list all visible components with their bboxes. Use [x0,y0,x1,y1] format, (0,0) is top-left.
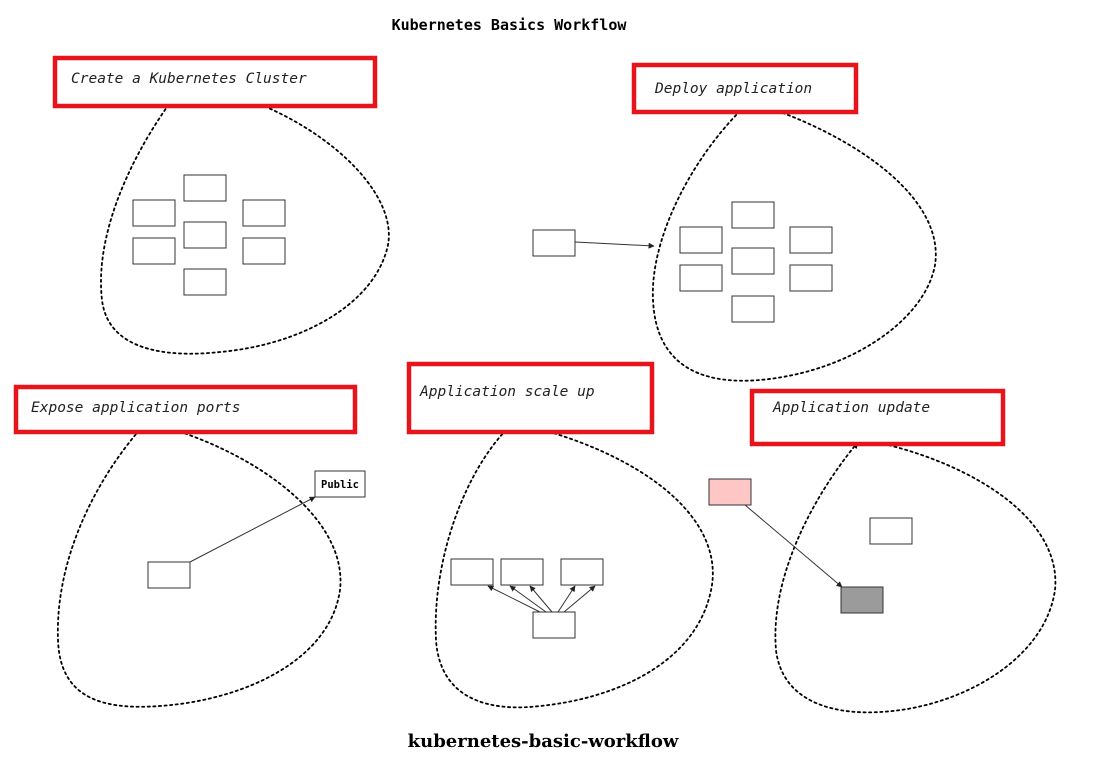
step-label-deploy: Deploy application [654,81,812,97]
cluster-node [183,268,227,296]
step-label-box-scale [406,361,655,435]
new-version-pod [840,586,884,614]
step-label-box-expose [13,384,358,435]
cluster-node [183,221,227,249]
step-label-create-cluster: Create a Kubernetes Cluster [71,71,307,87]
scale-arrow [563,585,596,613]
figure-caption: kubernetes-basic-workflow [408,731,679,752]
scale-blob-outline [434,425,714,709]
cluster-node [242,237,286,265]
public-label: Public [321,479,359,491]
cluster-node [731,247,775,275]
deploy-blob-outline [652,106,937,382]
old-version-pod [708,478,752,506]
step-scale-up: Application scale up [406,361,714,709]
cluster-node [679,264,723,292]
step-expose-ports: Expose application ports Public [13,384,366,708]
cluster-node [731,201,775,229]
step-deploy-application: Deploy application [532,62,937,382]
application-pod [147,561,191,589]
step-label-box-deploy [631,62,859,115]
step-label-update: Application update [772,400,930,416]
public-endpoint [314,470,366,498]
scale-arrow [557,585,576,613]
expose-arrow [189,496,316,563]
step-label-scale: Application scale up [419,384,595,400]
step-label-box-create-cluster [52,55,378,109]
cluster-node [789,264,833,292]
cluster-node [242,199,286,227]
deploy-cluster-nodes [679,201,833,323]
expose-blob-outline [57,425,342,708]
replica-pod [500,558,544,586]
scale-arrow [487,585,541,613]
step-create-cluster: Create a Kubernetes Cluster [52,55,390,355]
cluster-blob-outline [100,91,390,355]
step-label-expose: Expose application ports [31,400,241,416]
cluster-node [183,174,227,202]
source-pod [532,611,576,639]
cluster-nodes [132,174,286,296]
replica-pod [560,558,604,586]
step-update: Application update [708,388,1057,714]
application-pod [532,229,576,257]
deploy-arrow [574,241,655,249]
scale-arrow [529,585,553,613]
application-pod [869,517,913,545]
replica-pod [450,558,494,586]
cluster-node [789,226,833,254]
step-label-box-update [749,388,1006,447]
cluster-node [132,237,176,265]
cluster-node [132,199,176,227]
diagram-title: Kubernetes Basics Workflow [392,16,628,34]
update-arrow [744,504,843,588]
cluster-node [679,226,723,254]
cluster-node [731,295,775,323]
scale-arrow [509,585,547,613]
update-blob-outline [774,441,1057,714]
scaled-pods [450,558,604,586]
